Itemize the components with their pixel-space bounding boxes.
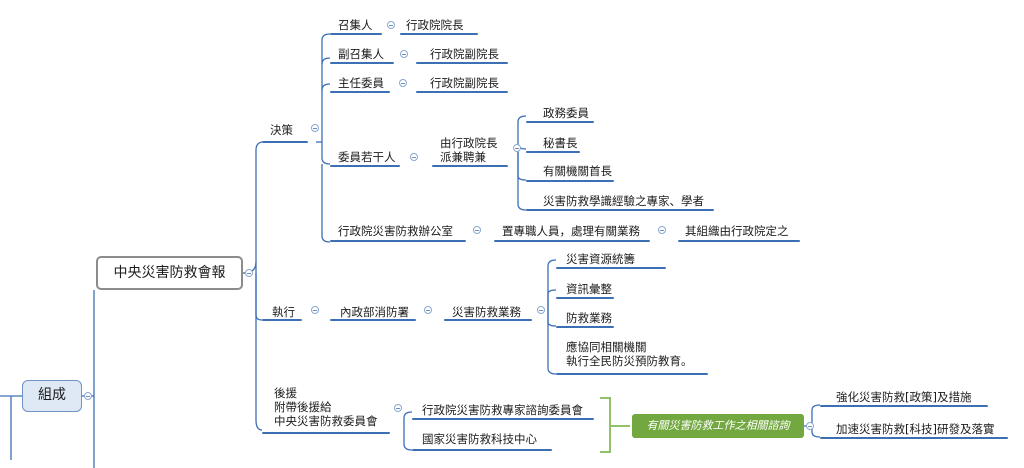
node-underline xyxy=(526,121,594,123)
node-underline xyxy=(330,62,394,64)
collapse-toggle-icon[interactable] xyxy=(387,21,395,29)
execution-child[interactable]: 應協同相關機關 執行全民防災預防教育。 xyxy=(566,340,693,368)
node-underline xyxy=(400,33,478,35)
support-child[interactable]: 行政院災害防救專家諮詢委員會 xyxy=(422,403,583,417)
collapse-toggle-icon[interactable] xyxy=(513,144,521,152)
support-child[interactable]: 國家災害防救科技中心 xyxy=(422,432,537,446)
node-fire-agency[interactable]: 內政部消防署 xyxy=(340,305,409,319)
collapse-toggle-icon[interactable] xyxy=(806,422,814,430)
branch-support-label[interactable]: 後援 附帶後援給 中央災害防救委員會 xyxy=(274,386,378,428)
node-underline xyxy=(820,405,988,407)
collapse-toggle-icon[interactable] xyxy=(245,269,253,277)
collapse-toggle-icon[interactable] xyxy=(400,50,408,58)
node-underline xyxy=(556,267,666,269)
node-underline xyxy=(526,151,580,153)
node-underline xyxy=(330,165,400,167)
node-underline xyxy=(412,418,594,420)
node-underline xyxy=(556,326,614,328)
node-chief-member[interactable]: 主任委員 xyxy=(338,76,384,90)
node-underline xyxy=(412,449,552,451)
node-office[interactable]: 行政院災害防救辦公室 xyxy=(338,224,453,238)
node-convener-value[interactable]: 行政院院長 xyxy=(406,18,464,32)
branch-underline xyxy=(262,141,308,143)
node-members[interactable]: 委員若干人 xyxy=(338,150,396,164)
node-underline xyxy=(330,33,382,35)
node-underline xyxy=(526,180,614,182)
node-office-staffing[interactable]: 置專職人員，處理有關業務 xyxy=(502,224,640,238)
collapse-toggle-icon[interactable] xyxy=(399,79,407,87)
node-deputy-convener-value[interactable]: 行政院副院長 xyxy=(430,47,499,61)
root-node[interactable]: 組成 xyxy=(22,380,82,412)
collapse-toggle-icon[interactable] xyxy=(410,153,418,161)
summary-item[interactable]: 加速災害防救[科技]研發及落實 xyxy=(836,422,995,436)
node-underline xyxy=(330,240,466,242)
node-underline xyxy=(416,62,508,64)
node-underline xyxy=(330,319,416,321)
node-underline xyxy=(494,240,650,242)
summary-item[interactable]: 強化災害防救[政策]及措施 xyxy=(836,390,972,404)
node-underline xyxy=(820,437,1008,439)
node-underline xyxy=(444,319,532,321)
branch-execution-label[interactable]: 執行 xyxy=(272,305,295,319)
node-underline xyxy=(526,209,714,211)
branch-underline xyxy=(262,319,302,321)
collapse-toggle-icon[interactable] xyxy=(394,404,402,412)
collapse-toggle-icon[interactable] xyxy=(658,226,666,234)
execution-child[interactable]: 災害資源統籌 xyxy=(566,252,635,266)
branch-decision-label[interactable]: 決策 xyxy=(270,123,293,137)
node-underline xyxy=(556,297,614,299)
collapse-toggle-icon[interactable] xyxy=(311,124,319,132)
node-underline xyxy=(678,240,800,242)
central-node[interactable]: 中央災害防救會報 xyxy=(96,256,243,290)
summary-node[interactable]: 有關災害防救工作之相關諮詢 xyxy=(632,414,804,438)
node-underline xyxy=(432,165,508,167)
node-disaster-business[interactable]: 災害防救業務 xyxy=(452,305,521,319)
node-office-note[interactable]: 其組織由行政院定之 xyxy=(685,224,789,238)
node-underline xyxy=(330,91,390,93)
node-underline xyxy=(416,91,508,93)
members-child[interactable]: 有關機關首長 xyxy=(543,164,612,178)
node-chief-member-value[interactable]: 行政院副院長 xyxy=(430,76,499,90)
collapse-toggle-icon[interactable] xyxy=(537,306,545,314)
collapse-toggle-icon[interactable] xyxy=(473,226,481,234)
node-deputy-convener[interactable]: 副召集人 xyxy=(338,47,384,61)
members-child[interactable]: 秘書長 xyxy=(543,136,578,150)
collapse-toggle-icon[interactable] xyxy=(84,392,92,400)
node-convener[interactable]: 召集人 xyxy=(338,18,373,32)
collapse-toggle-icon[interactable] xyxy=(311,306,319,314)
collapse-toggle-icon[interactable] xyxy=(424,306,432,314)
node-members-appointment[interactable]: 由行政院長 派兼聘兼 xyxy=(440,136,498,164)
members-child[interactable]: 災害防救學識經驗之專家、學者 xyxy=(543,194,704,208)
execution-child[interactable]: 防救業務 xyxy=(566,311,612,325)
members-child[interactable]: 政務委員 xyxy=(543,106,589,120)
execution-child[interactable]: 資訊彙整 xyxy=(566,282,612,296)
branch-underline xyxy=(262,432,390,434)
node-underline xyxy=(556,373,708,375)
